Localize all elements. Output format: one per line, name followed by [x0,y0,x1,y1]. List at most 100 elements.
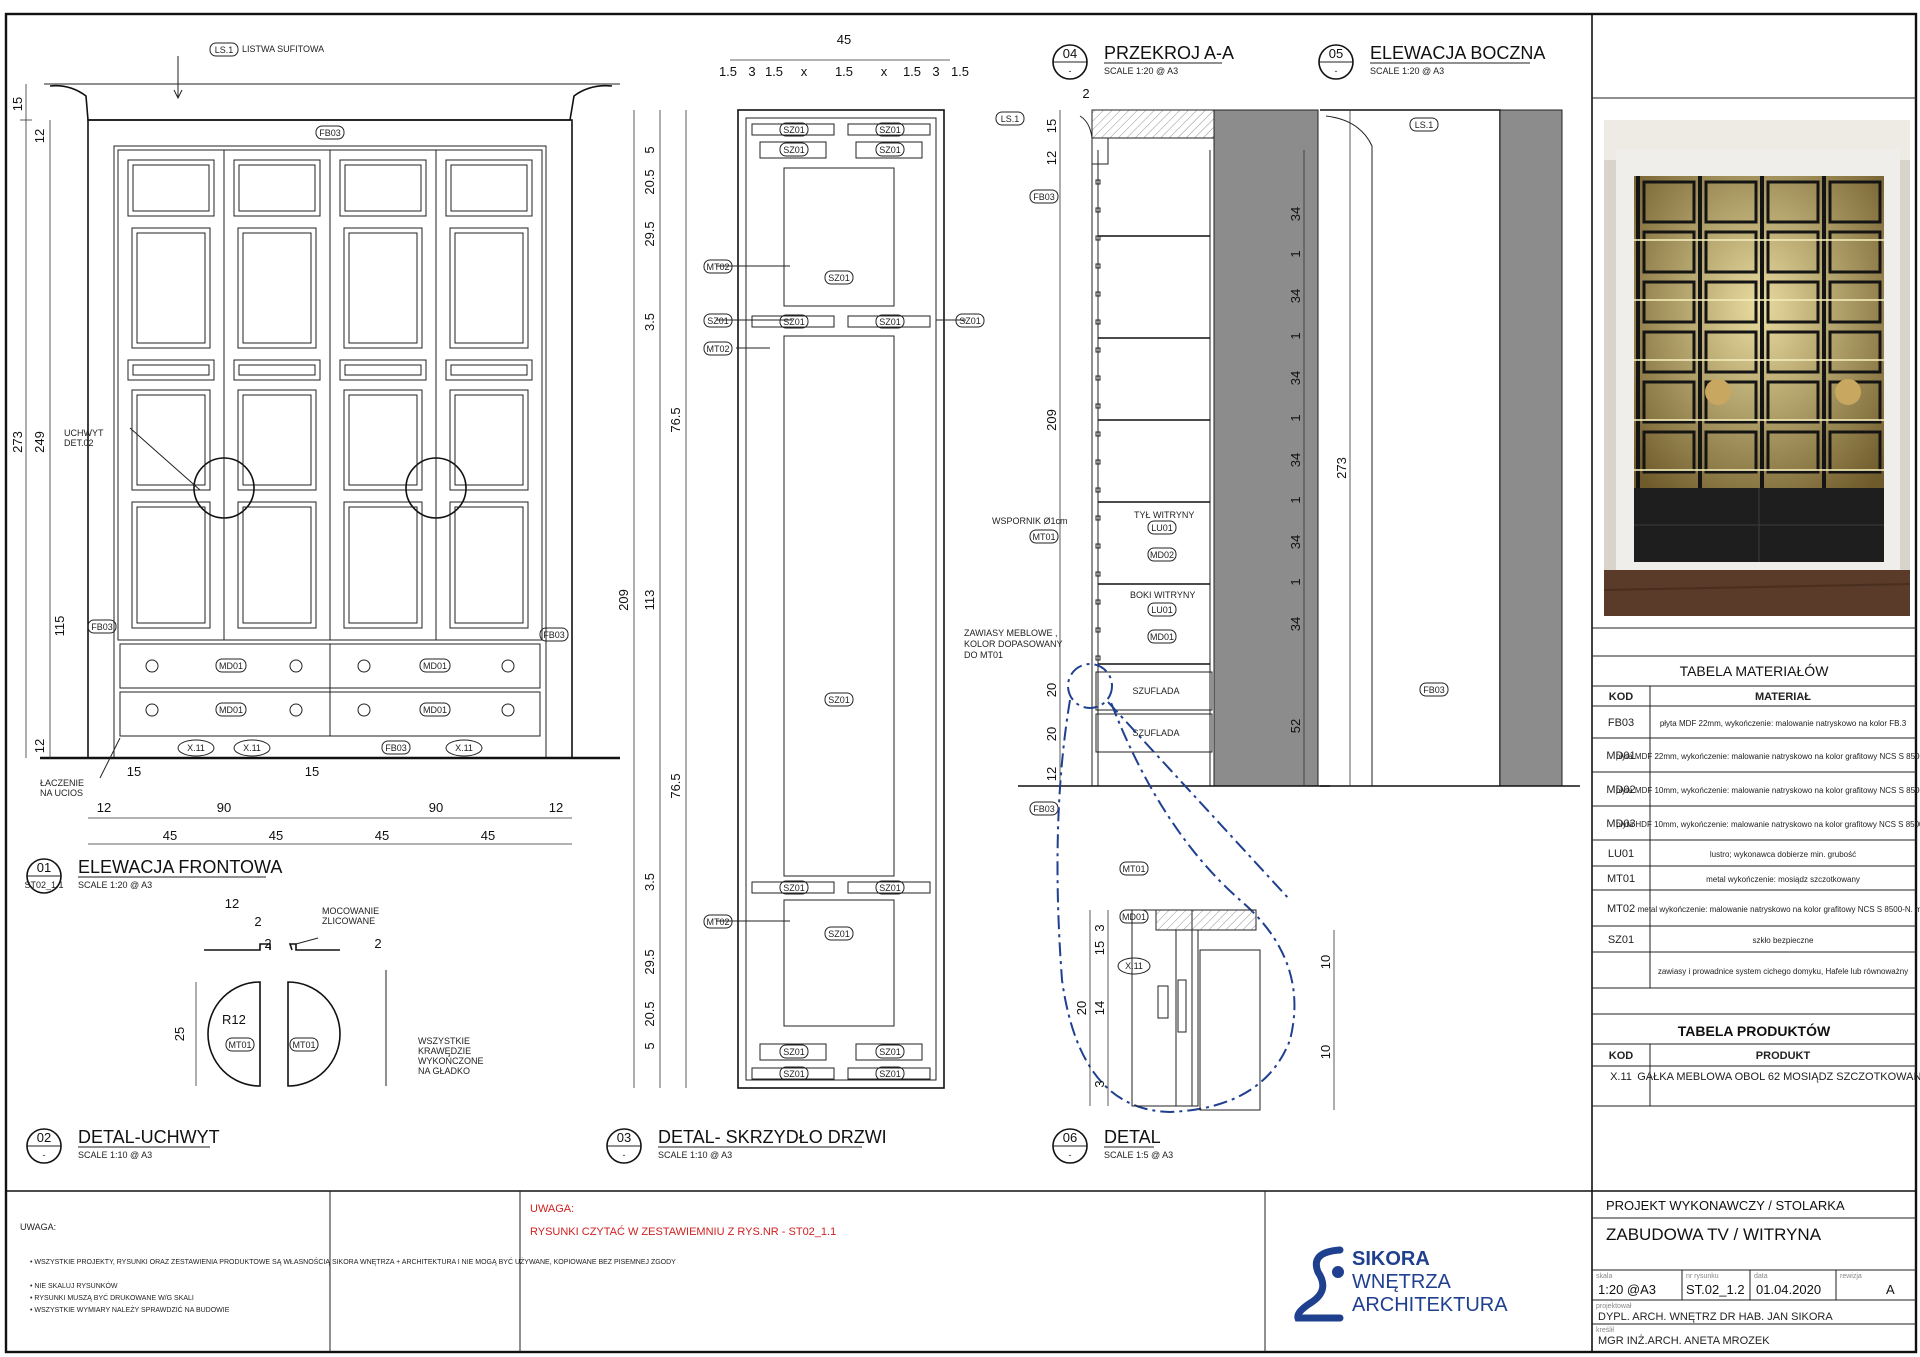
dim-34-e: 34 [1288,535,1303,549]
sz01-tag-frame [875,122,905,137]
photo-lattice-cell [1704,330,1758,374]
photo-lattice-cell [1828,230,1882,274]
door-lattice [127,159,533,629]
dim-209-v03: 209 [616,589,631,611]
zawiasy-1: ZAWIASY MEBLOWE , [964,628,1058,638]
sz01-tag: SZ01 [783,1047,805,1057]
fb03-tag-side: FB03 [1423,685,1445,695]
note-item: • WSZYSTKIE PROJEKTY, RYSUNKI ORAZ ZESTA… [30,1257,676,1266]
dim-1-b: 1 [1288,332,1303,339]
sz01-tag: SZ01 [783,1069,805,1079]
ls1-tag-section: LS.1 [1001,114,1020,124]
mt01-tag-section: MT01 [1032,532,1055,542]
lattice-panel [127,359,215,381]
v04-scale: SCALE 1:20 @ A3 [1104,66,1178,76]
photo-lattice-cell [1766,380,1820,424]
dim-249-v01: 249 [32,431,47,453]
handle-left [193,457,255,519]
dim-15-top-e: 1.5 [951,64,969,79]
dim-10-v06-b: 10 [1318,1045,1333,1059]
r12-label: R12 [222,1012,246,1027]
leaf-panel [847,123,931,136]
dim-12-v04: 12 [1044,151,1059,165]
mt02-tag-b: MT02 [706,344,729,354]
dim-10-v06-a: 10 [1318,955,1333,969]
v04-ref: - [1069,66,1072,76]
sz01-tag-frame [779,314,809,329]
shelf-pin [1095,627,1101,633]
lattice-panel [339,159,427,217]
shelf-pin [1095,655,1101,661]
lattice-inner [238,364,316,376]
projektowal-value: DYPL. ARCH. WNĘTRZ DR HAB. JAN SIKORA [1598,1311,1833,1323]
mt01-tag-handle-r: MT01 [292,1040,315,1050]
lattice-panel [237,389,317,491]
dim-1-a: 1 [1288,250,1303,257]
material-code: MD03 [1606,818,1635,830]
material-code: MD01 [1606,750,1635,762]
nr-label: nr rysunku [1686,1273,1719,1280]
dim-15-top-a: 1.5 [719,64,737,79]
dim-1-d: 1 [1288,496,1303,503]
logo-line-3: ARCHITEKTURA [1352,1294,1508,1316]
v03-scale: SCALE 1:10 @ A3 [658,1150,732,1160]
dim-15-top-c: 1.5 [835,64,853,79]
logo-swirl-icon [1294,1246,1344,1322]
photo-lattice-cell [1828,330,1882,374]
lattice-panel [449,389,529,491]
product-desc-text: GAŁKA MEBLOWA OBOL 62 MOSIĄDZ SZCZOTKOWA… [1637,1071,1920,1083]
shelf-pin [1095,571,1101,577]
v05-ref: - [1335,66,1338,76]
lattice-panel [343,389,423,491]
photo-lattice-cell [1704,380,1758,424]
ls1-tag: LS.1 [215,45,234,55]
lattice-panel [233,359,321,381]
szuflada-1: SZUFLADA [1132,686,1179,696]
reference-photo [1603,120,1911,616]
md01-tag-4: MD01 [423,705,447,715]
sz01-tag-frame [779,1066,809,1081]
projektowal-label: projektował [1596,1303,1632,1310]
lu01-tag-a: LU01 [1151,523,1173,533]
sz01-tag: SZ01 [828,929,850,939]
dim-45-h-b: 45 [269,828,283,843]
dim-5-a: 5 [642,146,657,153]
material-code: MD02 [1606,784,1635,796]
leaf-panel [847,881,931,894]
lattice-inner [242,394,312,486]
v03-ref: - [623,1150,626,1160]
sz01-tag: SZ01 [879,1047,901,1057]
photo-lattice-cell [1704,230,1758,274]
note-item: • WSZYSTKIE WYMIARY NALEŻY SPRAWDZIĆ NA … [30,1305,230,1314]
project-name: ZABUDOWA TV / WITRYNA [1606,1225,1822,1244]
lattice-inner [136,506,206,624]
material-desc: płyta MDF 10mm, wykończenie: malowanie n… [1616,786,1920,795]
lattice-inner [136,232,206,344]
mt01-tag-detail: MT01 [1122,864,1145,874]
fb03-tag-top: FB03 [319,128,341,138]
photo-lattice-cell [1704,180,1758,224]
handle-detail: MT01 MT01 R12 12 2 2 2 25 MOCOWANIE ZLIC… [172,896,484,1087]
dim-x-b: x [881,64,888,79]
material-desc: płyta HDF 10mm, wykończenie: malowanie n… [1616,820,1920,829]
x11-tag-3: X.11 [455,743,473,753]
leaf-panel [759,141,827,159]
lattice-inner [454,394,524,486]
uchwyt-label-1: UCHWYT [64,428,104,438]
shelf-pin [1095,235,1101,241]
v02-num: 02 [37,1130,51,1145]
sz01-tag: SZ01 [879,317,901,327]
shelf-pin [1095,487,1101,493]
md01-tag-detail: MD01 [1122,912,1146,922]
mocowanie-1: MOCOWANIE [322,906,379,916]
sz01-tag-frame [779,1044,809,1059]
v01-title: ELEWACJA FRONTOWA [78,857,282,877]
dim-45-h-a: 45 [163,828,177,843]
leaf-panel [855,1043,923,1061]
lattice-inner [450,164,528,212]
shelf-pin [1095,515,1101,521]
shelf-pin [1095,263,1101,269]
dim-34-a: 34 [1288,207,1303,221]
leaf-panel [855,141,923,159]
